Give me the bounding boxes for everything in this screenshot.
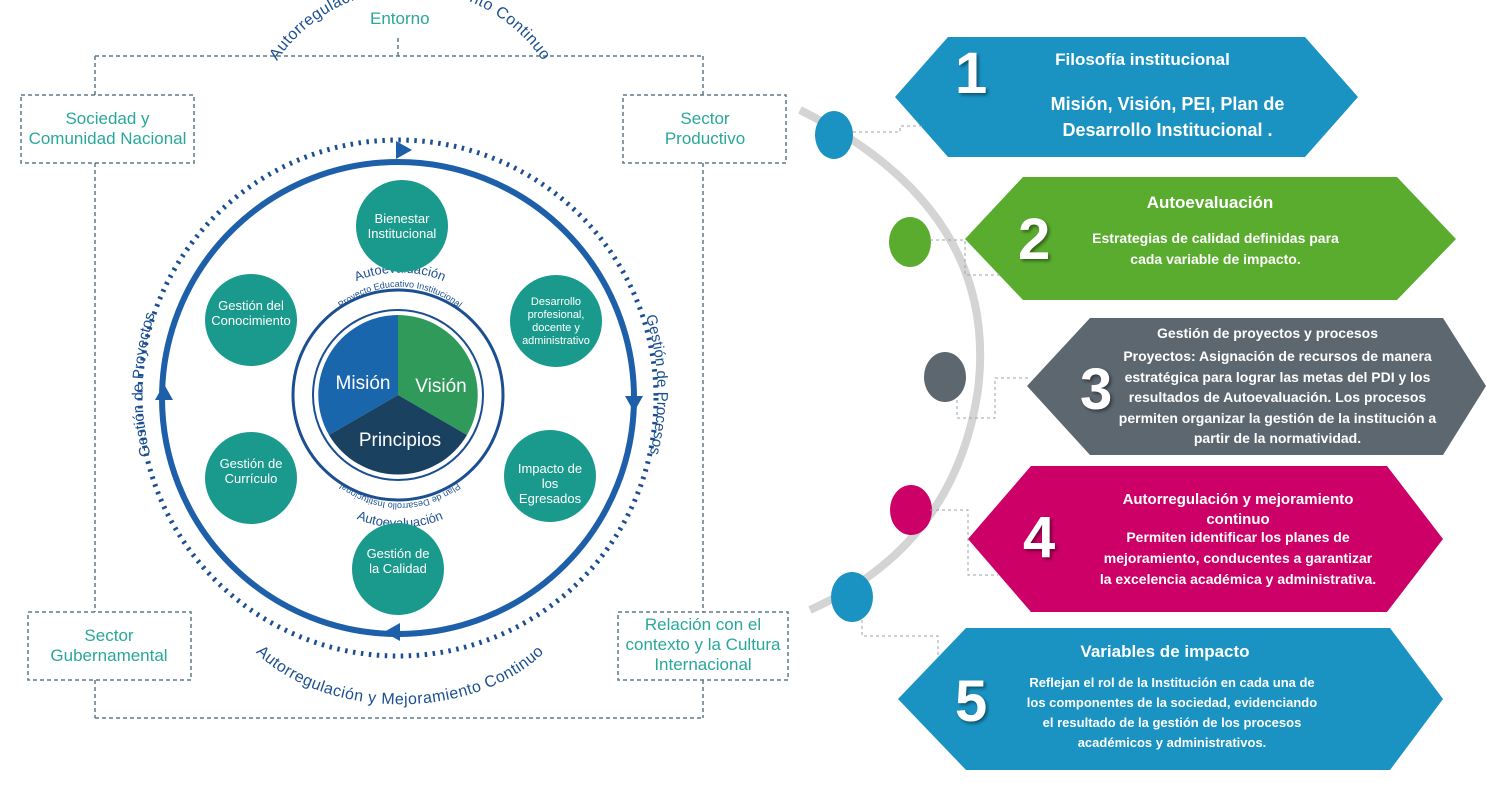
- core-mision: Misión: [335, 373, 391, 394]
- node-curriculo-label: Gestión de Currículo: [219, 456, 283, 486]
- node-calidad: [352, 523, 444, 615]
- ring-arrow-bottom: [384, 623, 400, 641]
- node-bienestar-label: Bienestar Institucional: [367, 211, 437, 241]
- step-3-shape: [1027, 318, 1486, 455]
- step-5-title: Variables de impacto: [1080, 642, 1250, 661]
- sector-productivo-label: Sector Productivo: [650, 109, 760, 149]
- step-5-number: 5: [955, 669, 988, 734]
- left-diagram: Autorregulación y Mejoramiento Continuo …: [20, 0, 789, 719]
- ring-arrow-left: [155, 384, 173, 400]
- node-desarrollo: [510, 275, 602, 367]
- step-1-title: Filosofía institucional: [1055, 50, 1230, 69]
- inner-bottom-text: Autoevaluación: [355, 508, 444, 531]
- step-4-number: 4: [1023, 505, 1056, 570]
- step-4-title: Autorregulación y mejoramiento continuo: [1122, 491, 1354, 528]
- sector-gubernamental-label: Sector Gubernamental: [40, 626, 178, 666]
- connectors: [853, 125, 1030, 655]
- relacion-label: Relación con el contexto y la Cultura In…: [621, 615, 785, 675]
- step-4-body: Permiten identificar los planes de mejor…: [1099, 529, 1377, 587]
- step-4-dot: [890, 485, 932, 535]
- step-3-title: Gestión de proyectos y procesos: [1157, 325, 1378, 341]
- node-curriculo: [205, 432, 297, 524]
- vision-slice: [398, 315, 478, 435]
- step-5-shape: [898, 628, 1443, 770]
- core-inner-outline: [312, 309, 484, 481]
- environment-frame: [20, 38, 789, 719]
- dotted-outer-ring: [137, 137, 659, 659]
- sociedad-box-label: Sociedad y Comunidad Nacional: [23, 109, 192, 149]
- ring-arrow-right: [625, 396, 643, 412]
- step-1-shape: [895, 37, 1358, 157]
- node-conocimiento-label: Gestión del Conocimiento: [211, 298, 291, 328]
- node-calidad-label: Gestión de la Calidad: [366, 546, 430, 576]
- mision-slice: [318, 315, 398, 435]
- step-2-dot: [889, 217, 931, 267]
- step-3-dot: [924, 352, 966, 402]
- step-2-number: 2: [1018, 207, 1051, 272]
- step-2-title: Autoevaluación: [1146, 193, 1274, 212]
- step-5-dot: [831, 572, 873, 622]
- step-1-dot: [815, 111, 853, 159]
- step-1-number: 1: [955, 41, 988, 106]
- step-2-shape: [965, 177, 1456, 300]
- step-5-body: Reflejan el rol de la Institución en cad…: [1026, 675, 1318, 750]
- ring-arrow-top: [396, 141, 412, 159]
- core-principios: Principios: [358, 430, 442, 451]
- node-impacto: [504, 430, 596, 522]
- node-bienestar: [356, 180, 448, 272]
- ring-left-text: Gestión de Proyectos: [129, 310, 158, 458]
- node-conocimiento: [205, 274, 297, 366]
- timeline-arc: [798, 106, 985, 614]
- node-desarrollo-label: Desarrollo profesional, docente y admini…: [522, 296, 590, 347]
- node-impacto-label: Impacto de los Egresados: [517, 461, 583, 506]
- principios-slice: [329, 395, 467, 475]
- ring-right-text: Gestión de Procesos: [642, 312, 671, 456]
- entorno-label: Entorno: [370, 9, 430, 28]
- step-2-body: Estrategias de calidad definidas para ca…: [1092, 230, 1339, 267]
- right-flow: [798, 37, 1486, 770]
- step-3-body: Proyectos: Asignación de recursos de man…: [1118, 348, 1437, 446]
- step-4-shape: [968, 466, 1443, 612]
- step-3-number: 3: [1080, 357, 1113, 422]
- ring-bottom-text: Autorregulación y Mejoramiento Continuo: [253, 643, 547, 709]
- core-vision: Visión: [415, 376, 467, 397]
- step-1-body: Misión, Visión, PEI, Plan de Desarrollo …: [1050, 94, 1285, 140]
